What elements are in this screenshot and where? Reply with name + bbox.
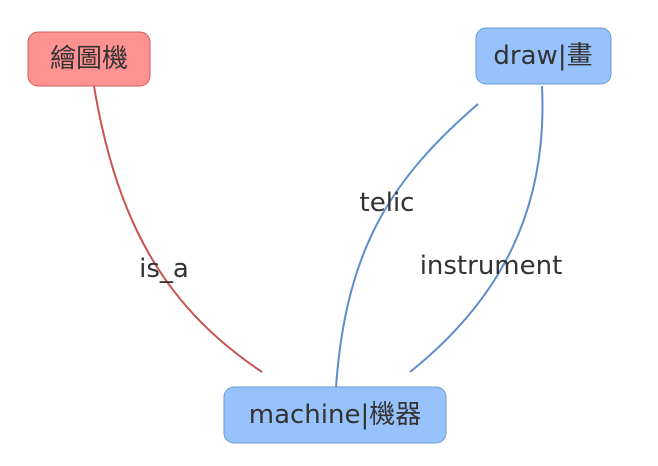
node-drawing-machine-label: 繪圖機 (50, 44, 128, 74)
node-drawing-machine-box (27, 31, 151, 87)
edge-instrument-arrowhead (380, 360, 420, 390)
node-draw[interactable]: draw|畫 (475, 27, 612, 85)
edge-label-telic: telic (360, 188, 415, 218)
node-machine-label: machine|機器 (249, 400, 422, 430)
node-machine[interactable]: machine|機器 (223, 386, 447, 444)
edge-telic-arrowhead (466, 84, 505, 116)
node-machine-box (223, 386, 447, 444)
edge-telic (335, 84, 505, 388)
node-draw-label: draw|畫 (493, 41, 592, 71)
node-drawing-machine[interactable]: 繪圖機 (27, 31, 151, 87)
node-draw-box (475, 27, 612, 85)
edge-is-a (93, 85, 290, 387)
edge-label-is-a: is_a (139, 254, 189, 284)
edge-is-a-arrowhead (252, 356, 290, 387)
edge-is-a-line (93, 85, 263, 373)
edge-instrument-line (409, 85, 544, 373)
edge-instrument (380, 85, 544, 390)
edge-telic-line (335, 103, 479, 388)
edge-label-instrument: instrument (420, 251, 563, 281)
